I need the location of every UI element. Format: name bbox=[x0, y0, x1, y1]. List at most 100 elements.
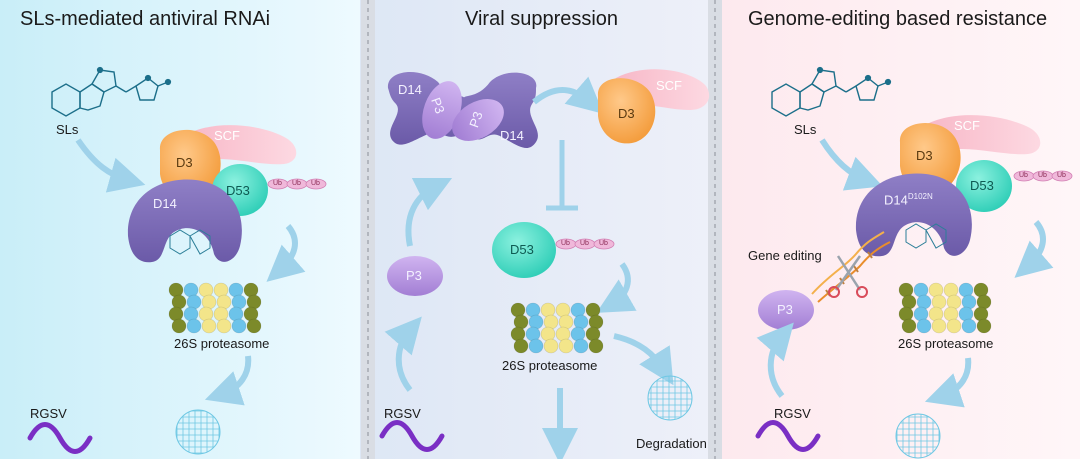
proteasome-subunit bbox=[898, 282, 914, 298]
middle-arrow-rgsv-up bbox=[384, 316, 422, 392]
right-d53-label: D53 bbox=[970, 178, 994, 193]
middle-d14-top-label: D14 bbox=[398, 82, 422, 97]
proteasome-subunit bbox=[931, 294, 947, 310]
proteasome-subunit bbox=[513, 338, 529, 354]
left-d14-label: D14 bbox=[153, 196, 177, 211]
proteasome-subunit bbox=[973, 282, 989, 298]
middle-ub-chain bbox=[555, 238, 615, 250]
proteasome-subunit bbox=[555, 302, 571, 318]
middle-ub-1: Ub bbox=[561, 240, 570, 247]
proteasome-subunit bbox=[198, 282, 214, 298]
middle-proteasome-label: 26S proteasome bbox=[502, 358, 598, 373]
right-proteasome bbox=[898, 282, 992, 334]
proteasome-subunit bbox=[201, 318, 217, 334]
middle-arrow-to-proteasome bbox=[596, 262, 637, 313]
proteasome-subunit bbox=[555, 326, 571, 342]
right-ub-2: Ub bbox=[1038, 172, 1047, 179]
proteasome-subunit bbox=[231, 294, 247, 310]
middle-d53-shape bbox=[492, 222, 556, 278]
middle-p3-b-shape bbox=[452, 99, 504, 141]
middle-d53-label: D53 bbox=[510, 242, 534, 257]
left-ub-2: Ub bbox=[292, 180, 301, 187]
proteasome-subunit bbox=[186, 294, 202, 310]
right-p3-shape bbox=[758, 290, 814, 330]
middle-panel-title: Viral suppression bbox=[465, 8, 619, 30]
proteasome-subunit bbox=[528, 314, 544, 330]
right-rgsv-label: RGSV bbox=[774, 406, 811, 421]
proteasome-subunit bbox=[213, 282, 229, 298]
right-d14-mutation: D102N bbox=[907, 192, 933, 201]
right-arrow-to-proteasome bbox=[1014, 220, 1054, 278]
proteasome-subunit bbox=[943, 282, 959, 298]
right-d14-name: D14 bbox=[884, 192, 908, 208]
proteasome-subunit bbox=[898, 306, 914, 322]
middle-p3-a-shape bbox=[422, 81, 462, 139]
left-d14-ligand bbox=[169, 229, 211, 255]
left-arrow-to-proteasome bbox=[266, 224, 306, 282]
proteasome-subunit bbox=[228, 306, 244, 322]
proteasome-subunit bbox=[916, 294, 932, 310]
left-sls-label: SLs bbox=[56, 122, 79, 137]
middle-inhibition-symbol bbox=[546, 140, 578, 211]
proteasome-subunit bbox=[513, 314, 529, 330]
left-rgsv-wave bbox=[27, 422, 93, 454]
proteasome-subunit bbox=[931, 318, 947, 334]
middle-arrow-up-cycle bbox=[405, 177, 453, 247]
proteasome-subunit bbox=[183, 282, 199, 298]
left-ub-3: Ub bbox=[311, 180, 320, 187]
right-dna-scissors bbox=[811, 231, 891, 303]
left-arrow-sls bbox=[75, 138, 146, 193]
right-d14-label: D14D102N bbox=[884, 192, 933, 207]
proteasome-subunit bbox=[588, 314, 604, 330]
proteasome-subunit bbox=[246, 294, 262, 310]
proteasome-subunit bbox=[961, 318, 977, 334]
proteasome-subunit bbox=[228, 282, 244, 298]
proteasome-subunit bbox=[585, 326, 601, 342]
proteasome-subunit bbox=[510, 326, 526, 342]
proteasome-subunit bbox=[913, 282, 929, 298]
middle-rgsv-wave bbox=[379, 420, 445, 452]
right-d14-shape bbox=[855, 173, 972, 257]
right-d53-shape bbox=[956, 160, 1012, 212]
right-d14-ligand bbox=[905, 223, 947, 249]
middle-proteasome bbox=[510, 302, 604, 354]
right-d3-label: D3 bbox=[916, 148, 933, 163]
proteasome-subunit bbox=[558, 338, 574, 354]
proteasome-subunit bbox=[528, 338, 544, 354]
proteasome-subunit bbox=[183, 306, 199, 322]
middle-ub-3: Ub bbox=[599, 240, 608, 247]
right-arrow-sls bbox=[819, 138, 883, 191]
proteasome-subunit bbox=[231, 318, 247, 334]
proteasome-subunit bbox=[510, 302, 526, 318]
left-d3-label: D3 bbox=[176, 155, 193, 170]
proteasome-subunit bbox=[171, 318, 187, 334]
left-arrow-degradation bbox=[204, 355, 252, 406]
proteasome-subunit bbox=[543, 338, 559, 354]
left-scf-label: SCF bbox=[214, 128, 240, 143]
left-d14-shape bbox=[127, 179, 242, 263]
right-panel-title: Genome-editing based resistance bbox=[748, 8, 1048, 30]
proteasome-subunit bbox=[171, 294, 187, 310]
proteasome-subunit bbox=[961, 294, 977, 310]
left-d53-label: D53 bbox=[226, 183, 250, 198]
proteasome-subunit bbox=[216, 318, 232, 334]
middle-arrow-degradation bbox=[613, 333, 674, 386]
right-sls-label: SLs bbox=[794, 122, 817, 137]
proteasome-subunit bbox=[168, 282, 184, 298]
proteasome-subunit bbox=[216, 294, 232, 310]
proteasome-subunit bbox=[976, 318, 992, 334]
proteasome-subunit bbox=[573, 314, 589, 330]
left-proteasome-label: 26S proteasome bbox=[174, 336, 270, 351]
right-sls-molecule bbox=[771, 66, 892, 117]
middle-p3-label: P3 bbox=[406, 268, 422, 283]
right-scf-label: SCF bbox=[954, 118, 980, 133]
left-degraded-d53 bbox=[175, 409, 221, 455]
proteasome-subunit bbox=[928, 282, 944, 298]
proteasome-subunit bbox=[540, 326, 556, 342]
middle-rgsv-label: RGSV bbox=[384, 406, 421, 421]
proteasome-subunit bbox=[213, 306, 229, 322]
middle-degradation-label: Degradation bbox=[636, 436, 707, 451]
proteasome-subunit bbox=[243, 306, 259, 322]
left-proteasome bbox=[168, 282, 262, 334]
